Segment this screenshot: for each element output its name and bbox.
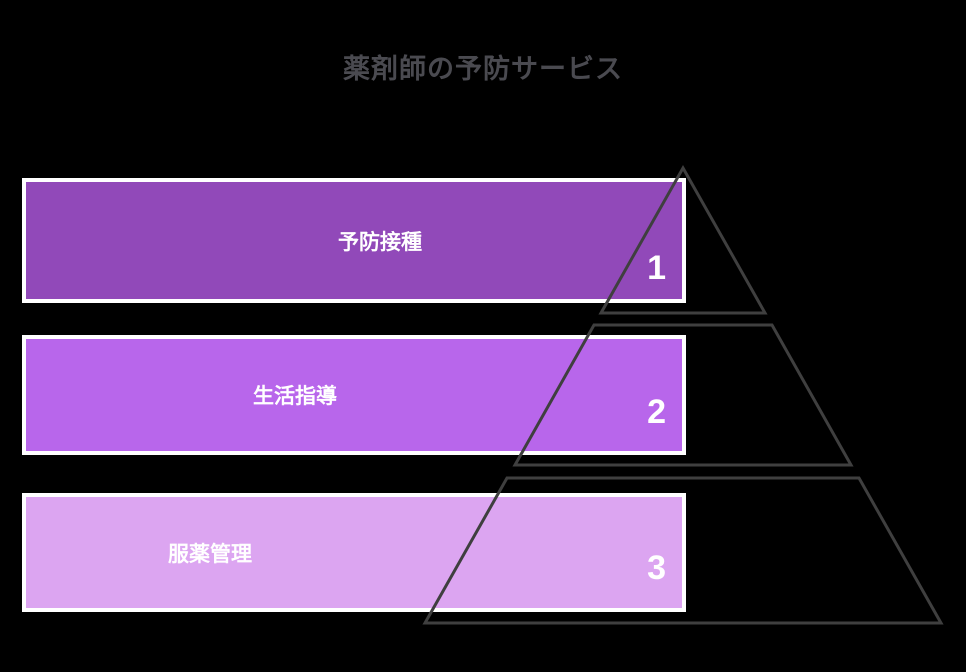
pyramid-level-3-rank: 3	[647, 549, 666, 587]
pyramid-level-1-bar: 予防接種 1	[22, 178, 686, 303]
pyramid-level-2-rank: 2	[647, 393, 666, 431]
pyramid-level-3-bar: 服薬管理 3	[22, 493, 686, 612]
pyramid-level-1-label: 予防接種	[338, 230, 422, 254]
pyramid-level-1-rank: 1	[647, 249, 666, 287]
pyramid-level-2-bar: 生活指導 2	[22, 335, 686, 455]
pyramid-level-2-label: 生活指導	[253, 385, 337, 408]
pyramid-level-3-label: 服薬管理	[168, 542, 252, 566]
page-title: 薬剤師の予防サービス	[343, 54, 623, 84]
